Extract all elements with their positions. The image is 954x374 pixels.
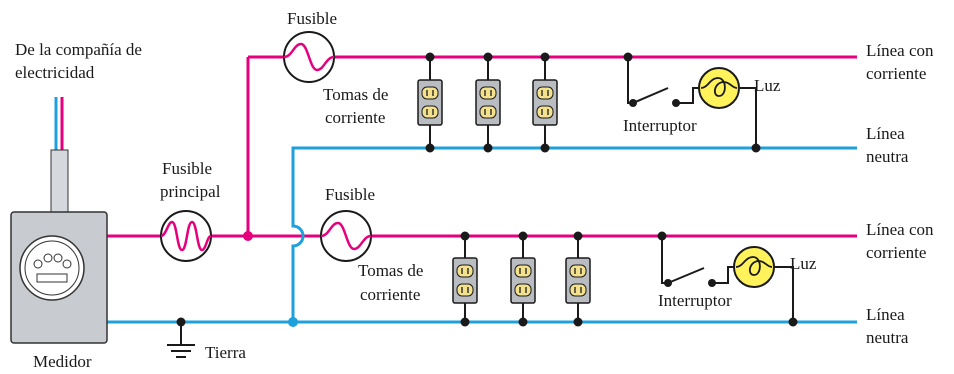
outlet [475, 79, 501, 126]
live-top-label-line2: corriente [866, 64, 926, 83]
live-wires [60, 55, 857, 238]
switch-top-label: Interruptor [623, 116, 697, 135]
outlets-top-label-line1: Tomas de [323, 85, 388, 104]
neutral-top-label-line1: Línea [866, 124, 905, 143]
outlet [417, 79, 443, 126]
meter-box [10, 211, 108, 344]
fuse-top [283, 31, 335, 83]
neutral-top-label-line2: neutra [866, 147, 909, 166]
light-bulb-top [698, 67, 740, 109]
main-fuse-label-line1: Fusible [162, 159, 212, 178]
neutral-bottom-label-line2: neutra [866, 328, 909, 347]
meter-label: Medidor [33, 352, 92, 371]
light-bottom-label: Luz [790, 254, 817, 273]
main-fuse [160, 210, 212, 262]
live-bottom-label-line1: Línea con [866, 220, 934, 239]
live-top-label-line1: Línea con [866, 41, 934, 60]
ground-junction-dot [176, 317, 186, 327]
fuse-bottom-label: Fusible [325, 185, 375, 204]
neutral-junction-dot [288, 317, 298, 327]
outlets-top-label-line2: corriente [325, 108, 385, 127]
fuse-top-label: Fusible [287, 9, 337, 28]
outlets-bottom-label-line2: corriente [360, 285, 420, 304]
outlet [452, 257, 478, 304]
light-bulb-bottom [733, 246, 775, 288]
source-label-line2: electricidad [15, 63, 95, 82]
fuse-bottom [320, 210, 372, 262]
source-label-line1: De la compañía de [15, 40, 142, 59]
main-fuse-label-line2: principal [160, 182, 221, 201]
neutral-bottom-label-line1: Línea [866, 305, 905, 324]
outlet [510, 257, 536, 304]
junction-dots [425, 52, 761, 153]
ground-symbol [167, 322, 195, 358]
switch-light-top [627, 57, 757, 148]
live-bottom-label-line2: corriente [866, 243, 926, 262]
outlet [565, 257, 591, 304]
outlet [532, 79, 558, 126]
ground-label: Tierra [205, 343, 246, 362]
outlets-bottom-label-line1: Tomas de [358, 261, 423, 280]
junction-dots-bottom [460, 231, 798, 327]
light-top-label: Luz [754, 76, 781, 95]
service-cable [50, 149, 69, 217]
live-junction-dot [243, 231, 253, 241]
switch-bottom-label: Interruptor [658, 291, 732, 310]
neutral-wires [54, 97, 857, 324]
